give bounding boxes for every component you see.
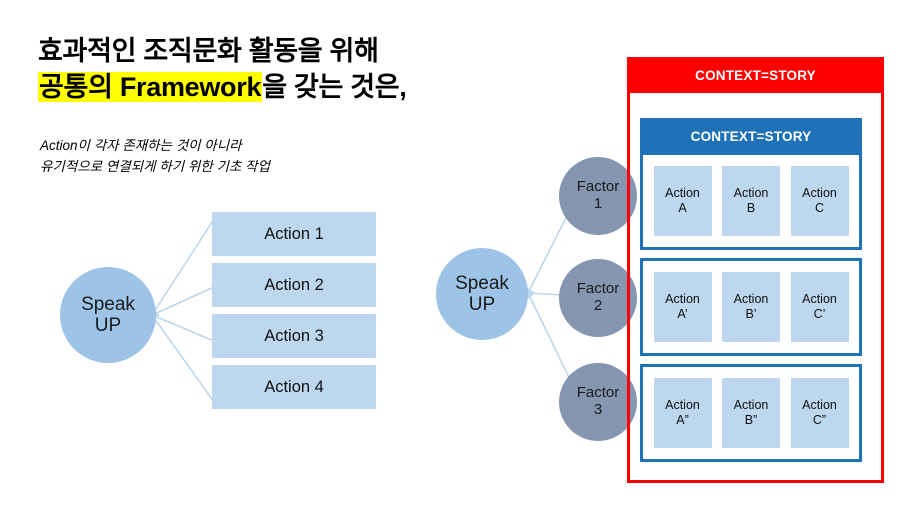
context-story-inner-banner: CONTEXT=STORY bbox=[640, 118, 862, 154]
factor-row-group-3: Action A” Action B” Action C” bbox=[640, 364, 862, 462]
action-cell-b-line-2: B bbox=[746, 201, 756, 215]
right-hub-speak-up: Speak UP bbox=[436, 248, 528, 340]
subtitle-line-2: 유기적으로 연결되게 하기 위한 기초 작업 bbox=[40, 158, 270, 174]
action-cell-a: Action A bbox=[653, 166, 712, 236]
action-cell-c: Action C bbox=[790, 166, 849, 236]
factor-circle-2-line-1: Factor bbox=[576, 280, 620, 298]
action-bar-1: Action 1 bbox=[212, 212, 376, 256]
action-cell-a-double-prime-line-2: A” bbox=[676, 413, 689, 427]
left-hub-speak-up: Speak UP bbox=[60, 267, 156, 363]
action-cell-b-double-prime-line-1: Action bbox=[733, 398, 769, 413]
subtitle: Action이 각자 존재하는 것이 아니라 유기적으로 연결되게 하기 위한 … bbox=[40, 136, 460, 178]
factor-circle-3-line-1: Factor bbox=[576, 384, 620, 402]
context-story-outer-banner: CONTEXT=STORY bbox=[627, 57, 884, 93]
left-hub-label-line-1: Speak bbox=[81, 293, 135, 315]
action-cell-b-prime-line-2: B’ bbox=[745, 307, 757, 321]
action-bar-2-label: Action 2 bbox=[264, 275, 324, 294]
action-cell-b-double-prime: Action B” bbox=[722, 378, 780, 448]
action-bar-4: Action 4 bbox=[212, 365, 376, 409]
factor-circle-1-line-1: Factor bbox=[576, 178, 620, 196]
action-cell-c-prime: Action C’ bbox=[790, 272, 849, 342]
action-cell-a-prime: Action A’ bbox=[653, 272, 712, 342]
action-cell-a-prime-line-1: Action bbox=[665, 292, 700, 307]
action-bar-3-label: Action 3 bbox=[264, 326, 324, 345]
factor-row-group-1: Action A Action B Action C bbox=[640, 152, 862, 250]
action-cell-b-line-1: Action bbox=[733, 186, 769, 201]
subtitle-line-1: Action이 각자 존재하는 것이 아니라 bbox=[40, 138, 242, 153]
title-highlight: 공통의 Framework bbox=[38, 72, 263, 103]
page-title: 효과적인 조직문화 활동을 위해 공통의 Framework을 갖는 것은, bbox=[38, 33, 598, 106]
factor-circle-3: Factor 3 bbox=[559, 363, 637, 441]
factor-circle-2-line-2: 2 bbox=[593, 297, 603, 314]
action-bar-3: Action 3 bbox=[212, 314, 376, 358]
factor-circle-2: Factor 2 bbox=[559, 259, 637, 337]
action-cell-a-double-prime-line-1: Action bbox=[665, 398, 700, 413]
left-hub-label-line-2: UP bbox=[94, 315, 122, 336]
action-bar-2: Action 2 bbox=[212, 263, 376, 307]
action-cell-a-prime-line-2: A’ bbox=[677, 307, 688, 321]
right-hub-label-line-2: UP bbox=[468, 294, 496, 315]
action-bar-4-label: Action 4 bbox=[264, 377, 324, 396]
factor-circle-1-line-2: 1 bbox=[593, 195, 603, 212]
action-cell-b-double-prime-line-2: B” bbox=[744, 413, 758, 427]
action-cell-c-prime-line-1: Action bbox=[802, 292, 837, 307]
title-line-2-rest: 을 갖는 것은, bbox=[262, 72, 407, 103]
title-line-1: 효과적인 조직문화 활동을 위해 bbox=[38, 36, 379, 66]
action-cell-c-double-prime-line-2: C” bbox=[812, 413, 827, 427]
factor-circle-3-line-2: 3 bbox=[593, 401, 603, 418]
action-cell-c-line-1: Action bbox=[802, 186, 837, 201]
action-cell-b-prime: Action B’ bbox=[722, 272, 780, 342]
action-cell-a-line-2: A bbox=[678, 201, 687, 215]
action-cell-c-double-prime: Action C” bbox=[790, 378, 849, 448]
factor-row-group-2: Action A’ Action B’ Action C’ bbox=[640, 258, 862, 356]
right-hub-label-line-1: Speak bbox=[455, 272, 509, 294]
factor-circle-1: Factor 1 bbox=[559, 157, 637, 235]
action-cell-c-prime-line-2: C’ bbox=[813, 307, 826, 321]
action-cell-a-line-1: Action bbox=[665, 186, 700, 201]
title-line-2: 공통의 Framework을 갖는 것은, bbox=[38, 69, 598, 105]
action-cell-b: Action B bbox=[722, 166, 780, 236]
action-cell-c-double-prime-line-1: Action bbox=[802, 398, 837, 413]
action-bar-1-label: Action 1 bbox=[264, 224, 324, 243]
action-cell-c-line-2: C bbox=[814, 201, 825, 215]
action-cell-a-double-prime: Action A” bbox=[653, 378, 712, 448]
action-cell-b-prime-line-1: Action bbox=[733, 292, 769, 307]
